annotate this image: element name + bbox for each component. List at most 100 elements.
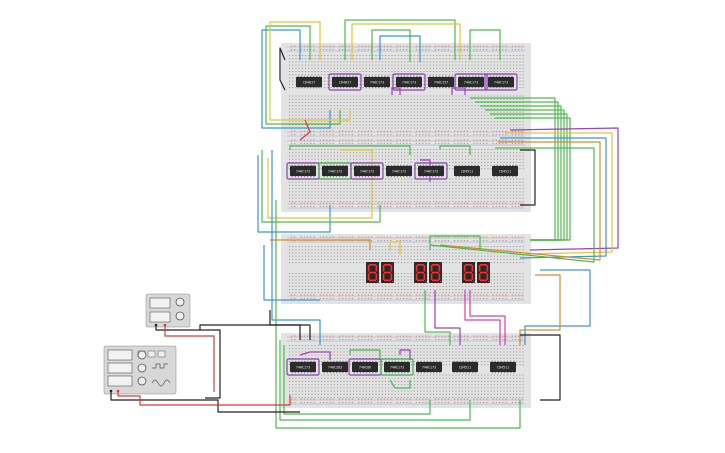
wire[interactable]	[434, 290, 461, 345]
wire[interactable]	[520, 149, 536, 206]
wire[interactable]	[351, 23, 461, 60]
wire[interactable]	[279, 47, 286, 91]
chip-label: 74HC173	[296, 365, 310, 369]
wire[interactable]	[271, 150, 321, 345]
wire[interactable]	[299, 119, 311, 141]
ic-chip[interactable]: CD4511	[490, 360, 516, 374]
display-digit	[366, 262, 379, 283]
wire[interactable]	[439, 141, 601, 261]
chip-label: 74HC86	[359, 365, 371, 369]
chip-label: CD4511	[497, 365, 509, 369]
chip-label: 74HC173	[392, 169, 406, 173]
ic-chip[interactable]: 74HC173	[392, 73, 426, 91]
seven-segment-display	[366, 262, 394, 283]
wire[interactable]	[429, 235, 481, 250]
chip-label: 74HC173	[390, 365, 404, 369]
chip-label: 74HC283	[328, 365, 342, 369]
display-digit	[381, 262, 394, 283]
chip-label: 74HC173	[296, 169, 310, 173]
wire[interactable]	[371, 29, 411, 62]
wire[interactable]	[429, 147, 595, 263]
wire[interactable]	[495, 117, 571, 241]
chip-label: CD4511	[459, 365, 471, 369]
wire[interactable]	[469, 290, 506, 345]
wire[interactable]	[524, 269, 591, 345]
ic-chip[interactable]: CD4511	[492, 164, 518, 178]
wire[interactable]	[199, 324, 301, 340]
wire[interactable]	[269, 21, 351, 121]
ic-chip[interactable]: 74HC173	[364, 75, 390, 89]
chip-label: 74HC173	[494, 80, 508, 84]
ic-chip[interactable]: CD4017	[296, 75, 322, 89]
displays-layer	[366, 262, 490, 283]
chip-label: 74HC173	[464, 80, 478, 84]
wire[interactable]	[299, 351, 331, 360]
ic-chip[interactable]: 74HC173	[414, 162, 448, 180]
ic-chip[interactable]: 74HC173	[484, 73, 518, 91]
wire[interactable]	[451, 87, 466, 95]
wire[interactable]	[117, 391, 291, 406]
wire[interactable]	[155, 325, 221, 399]
chip-label: 74HC173	[360, 169, 374, 173]
ic-chip[interactable]: 74HC86	[348, 358, 382, 376]
wires-layer	[110, 19, 619, 429]
chip-label: CD4017	[303, 80, 315, 84]
wire[interactable]	[261, 150, 381, 223]
breadboard	[281, 234, 531, 304]
wire[interactable]	[283, 345, 431, 415]
seven-segment-display	[414, 262, 442, 283]
chip-label: 74HC173	[402, 80, 416, 84]
wire[interactable]	[349, 349, 381, 360]
ic-chip[interactable]: CD4511	[454, 164, 480, 178]
wire[interactable]	[520, 334, 561, 401]
wire[interactable]	[399, 349, 411, 360]
wire[interactable]	[275, 200, 521, 429]
chip-label: CD4511	[499, 169, 511, 173]
wire[interactable]	[509, 127, 619, 251]
ic-chip[interactable]: 74HC173	[386, 164, 412, 178]
power-supply-icon[interactable]	[145, 293, 191, 328]
chip-label: 74HC173	[424, 169, 438, 173]
display-digit	[462, 262, 475, 283]
wire[interactable]	[379, 35, 421, 62]
wire[interactable]	[110, 391, 300, 413]
display-digit	[477, 262, 490, 283]
instruments-layer	[103, 293, 191, 395]
ic-chip[interactable]: CD4017	[328, 73, 362, 91]
ic-chip[interactable]: CD4511	[452, 360, 478, 374]
function-generator-icon[interactable]	[103, 345, 177, 395]
ic-chip[interactable]: 74HC173	[286, 358, 320, 376]
wire[interactable]	[267, 149, 373, 219]
wire[interactable]	[439, 145, 471, 155]
wire[interactable]	[344, 19, 456, 60]
wire[interactable]	[424, 290, 451, 345]
chip-label: 74HC173	[370, 80, 384, 84]
wire[interactable]	[469, 29, 501, 60]
chips-layer: CD4017 CD4017 74HC173 74HC173 74HC157 74HC173…	[286, 73, 518, 376]
wire[interactable]	[263, 245, 320, 301]
wire[interactable]	[279, 340, 471, 421]
wire[interactable]	[270, 239, 371, 250]
wire[interactable]	[391, 87, 401, 95]
wire[interactable]	[389, 241, 401, 255]
ic-chip[interactable]: 74HC173	[416, 360, 442, 374]
ic-chip[interactable]: 74HC173	[350, 162, 384, 180]
wire[interactable]	[505, 132, 613, 255]
display-digit	[429, 262, 442, 283]
wire[interactable]	[265, 25, 341, 125]
wire[interactable]	[289, 145, 411, 155]
seven-segment-display	[462, 262, 490, 283]
ic-chip[interactable]: 74HC283	[322, 360, 348, 374]
chip-label: CD4017	[339, 80, 351, 84]
wire[interactable]	[164, 325, 215, 392]
ic-chip[interactable]: 74HC173	[380, 358, 414, 376]
ic-chip[interactable]: 74HC157	[428, 75, 454, 89]
wire[interactable]	[464, 290, 501, 345]
display-digit	[414, 262, 427, 283]
wire[interactable]	[261, 29, 331, 129]
ic-chip[interactable]: 74HC173	[454, 73, 488, 91]
chip-label: 74HC173	[422, 365, 436, 369]
breadboard	[281, 43, 531, 140]
wire[interactable]	[389, 379, 411, 389]
